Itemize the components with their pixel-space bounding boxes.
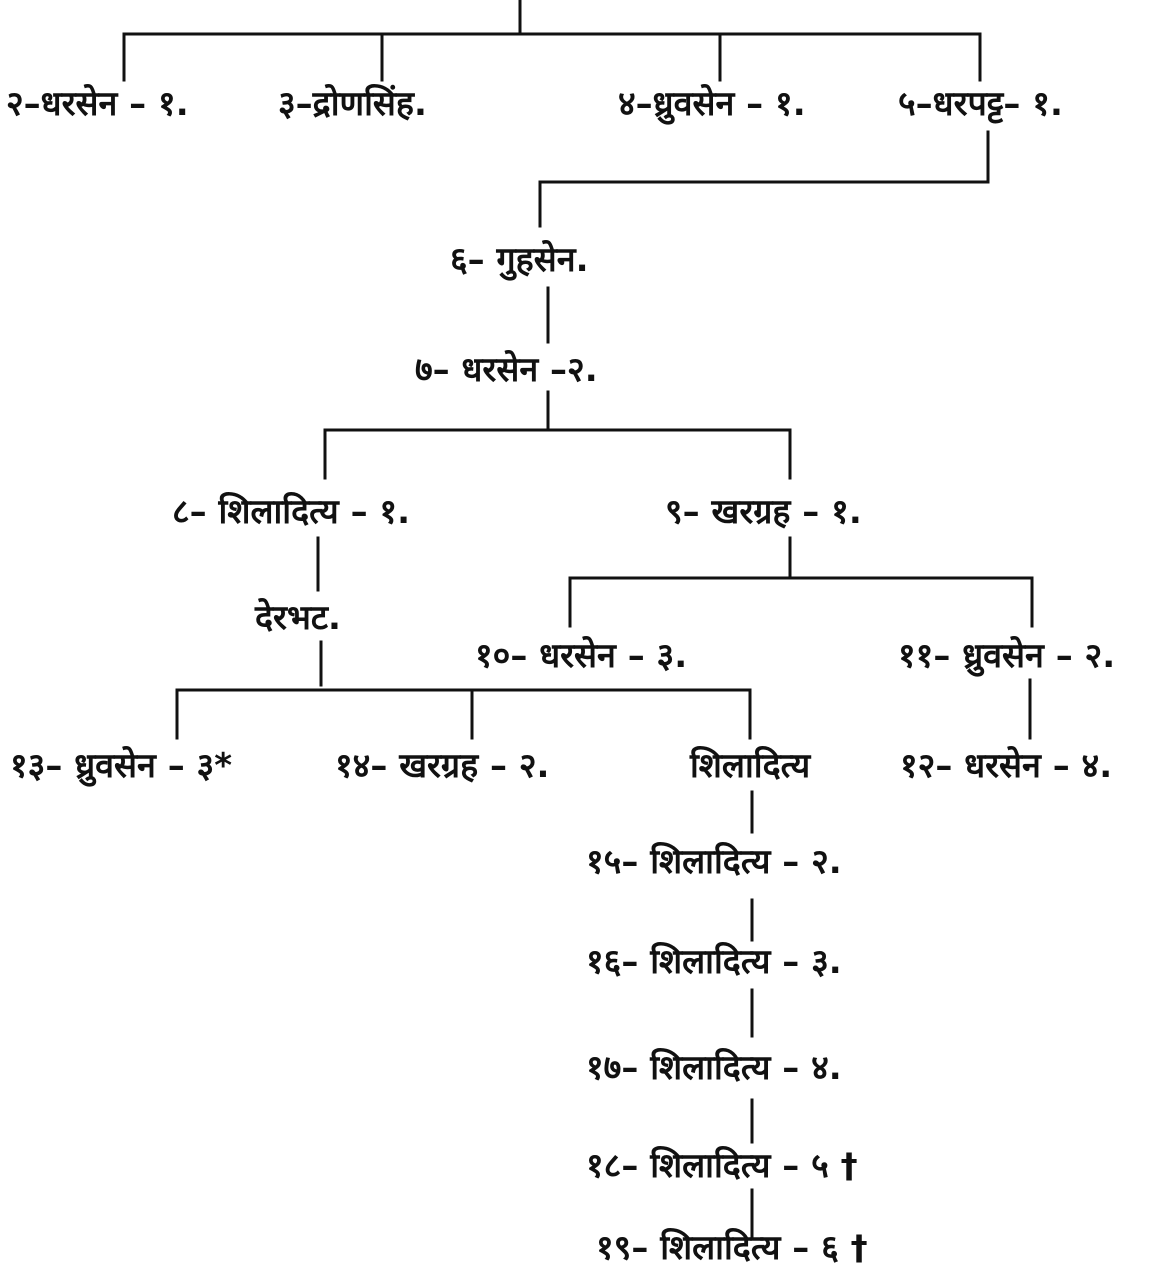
node-kharagraha-1: ९– खरग्रह – १. [665,492,862,532]
node-dronasimha: ३–द्रोणसिंह. [278,84,427,124]
node-shiladitya-3: १६– शिलादित्य – ३. [586,942,842,982]
node-shiladitya-1: ८– शिलादित्य – १. [172,492,411,532]
node-dharapatta-1: ५–धरपट्ट– १. [898,84,1063,124]
node-dhruvasena-1: ४–ध्रुवसेन – १. [618,84,806,124]
node-dharasena-4: १२– धरसेन – ४. [900,746,1113,786]
node-dharasena-1: २–धरसेन – १. [6,84,189,124]
node-derabhata: देरभट. [255,598,341,638]
node-shiladitya-5: १८– शिलादित्य – ५ † [586,1146,858,1186]
node-dhruvasena-3: १३– ध्रुवसेन – ३* [10,746,232,786]
node-dharasena-2: ७– धरसेन –२. [415,350,598,390]
node-dhruvasena-2: ११– ध्रुवसेन – २. [898,636,1116,676]
node-shiladitya: शिलादित्य [690,746,811,786]
node-shiladitya-4: १७– शिलादित्य – ४. [586,1048,842,1088]
node-shiladitya-2: १५– शिलादित्य – २. [586,842,842,882]
node-kharagraha-2: १४– खरग्रह – २. [335,746,550,786]
node-shiladitya-6: १९– शिलादित्य – ६ † [596,1228,868,1268]
node-dharasena-3: १०– धरसेन – ३. [475,636,688,676]
node-guhasena: ६– गुहसेन. [450,240,589,280]
